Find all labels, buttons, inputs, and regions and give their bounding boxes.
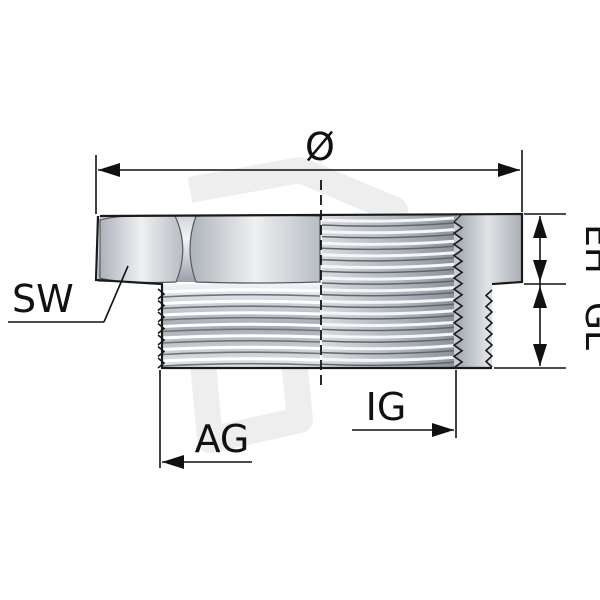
section-wall: [454, 214, 522, 368]
outer-thread-tooth: [157, 311, 166, 323]
outer-thread-crest: [161, 334, 321, 340]
inner-thread-root: [321, 315, 455, 320]
inner-thread-root: [321, 257, 455, 262]
outer-thread-root: [161, 328, 321, 333]
inner-thread-dimension: IG: [352, 370, 457, 438]
outer-thread-root: [161, 293, 321, 298]
outer-thread-tooth: [157, 288, 166, 300]
outer-thread-crest: [161, 311, 321, 317]
outer-thread-tooth: [157, 357, 166, 369]
hex-face-left: [99, 214, 184, 284]
outer-thread-crest: [161, 322, 321, 328]
hex-face-middle: [189, 214, 321, 284]
inner-thread-crest: [321, 262, 455, 270]
outer-thread-tooth: [157, 299, 166, 312]
outer-thread-crest: [161, 288, 321, 294]
wall-outer-teeth: [484, 289, 494, 368]
outer-thread-label: AG: [195, 417, 250, 461]
inner-thread-root: [321, 233, 455, 239]
inner-thread-crest: [321, 320, 455, 328]
diameter-dimension: Ø: [95, 125, 523, 214]
wrench-size-label: SW: [12, 277, 74, 321]
inner-thread-lines: [321, 216, 455, 367]
inner-thread-crest: [321, 355, 455, 362]
inner-thread-root: [321, 268, 455, 274]
wall-thread-teeth: [452, 221, 494, 369]
inner-thread-crest: [321, 216, 455, 223]
inner-thread-root: [321, 245, 455, 251]
inner-thread-root: [321, 280, 455, 285]
outer-thread-crest: [161, 357, 321, 363]
inner-thread-root: [321, 338, 455, 343]
inner-thread-crest: [321, 251, 455, 258]
inner-thread-crest: [321, 239, 455, 246]
inner-thread-root: [321, 326, 455, 332]
outer-thread-root: [161, 351, 321, 356]
inner-thread-root: [321, 222, 455, 227]
wall-inner-teeth: [452, 221, 464, 369]
thread-length-label: GL: [577, 302, 600, 350]
inner-thread-crest: [321, 297, 455, 304]
inner-thread-root: [321, 291, 455, 297]
wrench-size-dimension: SW: [8, 265, 129, 323]
inner-thread-crest: [321, 286, 455, 293]
outer-thread-crest: [161, 345, 321, 351]
outer-thread-root: [161, 316, 321, 321]
outer-thread-dimension: AG: [159, 370, 252, 469]
head-height-label: EH: [577, 224, 600, 274]
inner-thread-root: [321, 349, 455, 355]
outer-thread-tooth: [157, 334, 166, 346]
outer-thread-tooth: [157, 322, 166, 335]
height-dimensions: EH GL: [494, 213, 600, 369]
outer-thread-root: [161, 339, 321, 344]
inner-thread-root: [321, 303, 455, 309]
diameter-label: Ø: [305, 125, 335, 169]
inner-thread-label: IG: [366, 385, 407, 429]
inner-thread-root: [321, 361, 455, 367]
inner-thread-crest: [321, 274, 455, 281]
outer-thread-root: [161, 305, 321, 310]
inner-thread-crest: [321, 332, 455, 339]
outer-thread-tooth: [157, 345, 166, 358]
outer-thread-crest: [161, 299, 321, 305]
reducer-part: [94, 212, 524, 370]
inner-thread-crest: [321, 228, 455, 235]
outer-thread-lines: [157, 288, 321, 369]
inner-thread-crest: [321, 309, 455, 316]
outer-thread-root: [161, 362, 321, 367]
inner-thread-crest: [321, 344, 455, 351]
